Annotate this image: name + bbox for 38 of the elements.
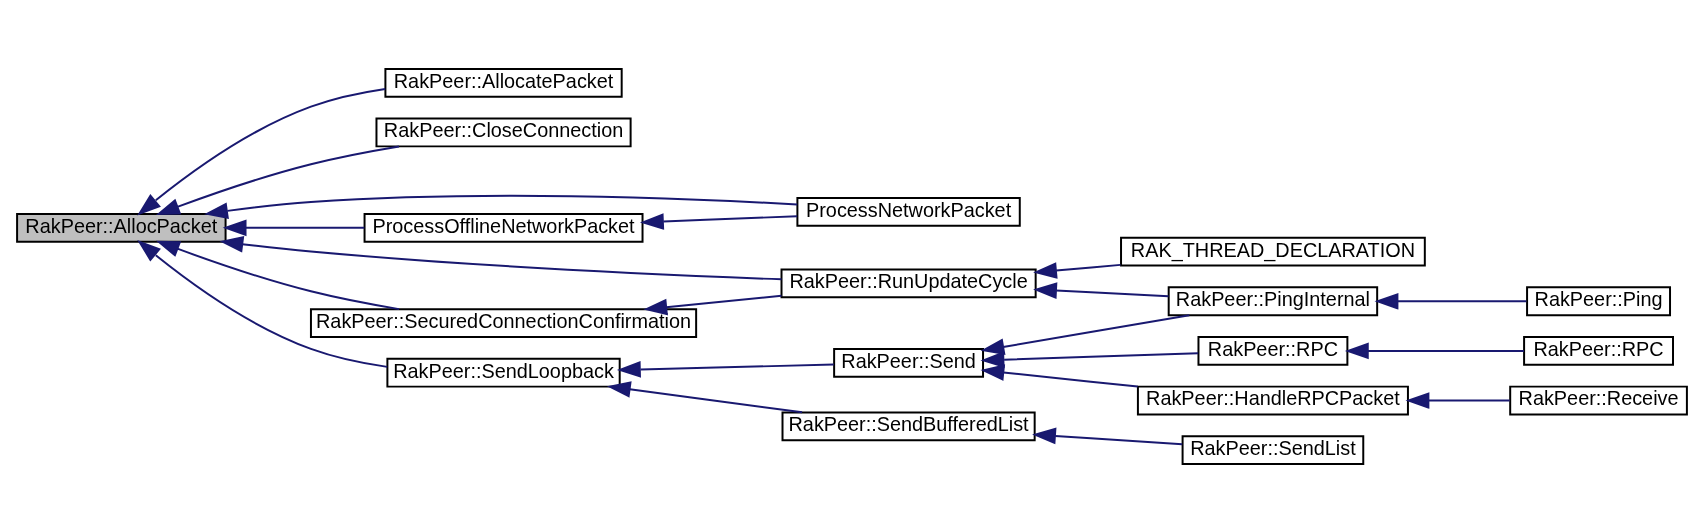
arrow xyxy=(155,144,401,215)
node-box: RakPeer::AllocatePacket xyxy=(384,67,623,98)
node-box: RAK_THREAD_DECLARATION xyxy=(1120,236,1426,266)
node-box: RakPeer::RPC xyxy=(1197,335,1349,366)
arrow xyxy=(219,235,783,280)
node-box: ProcessNetworkPacket xyxy=(796,196,1021,227)
arrow xyxy=(980,363,1139,388)
arrow xyxy=(980,313,1191,355)
node-box: RakPeer::SendBufferedList xyxy=(781,410,1036,441)
arrow xyxy=(1033,281,1170,299)
arrow xyxy=(204,194,799,219)
node-box: RakPeer::Ping xyxy=(1526,285,1672,316)
arrow xyxy=(1032,427,1184,445)
arrow xyxy=(1405,391,1511,409)
arrow xyxy=(1033,261,1122,279)
node-box: RakPeer::SecuredConnectionConfirmation xyxy=(309,307,698,338)
node-box: RakPeer::RPC xyxy=(1523,335,1674,366)
arrow xyxy=(980,350,1200,368)
arrow xyxy=(155,240,401,310)
node-box: RakPeer::PingInternal xyxy=(1167,285,1379,316)
node-box: ProcessOfflineNetworkPacket xyxy=(363,212,644,243)
arrow xyxy=(137,239,389,368)
arrow xyxy=(606,380,804,413)
node-box: RakPeer::Send xyxy=(833,347,985,378)
arrow xyxy=(137,87,387,216)
arrow xyxy=(643,294,783,315)
node-box: RakPeer::Receive xyxy=(1509,385,1688,415)
arrow xyxy=(1374,292,1528,310)
arrow xyxy=(1344,342,1525,359)
node-box: RakPeer::SendLoopback xyxy=(386,357,621,388)
arrow xyxy=(616,360,835,378)
node-box: RakPeer::CloseConnection xyxy=(375,117,632,147)
node-box: RakPeer::AllocPacket xyxy=(16,212,227,243)
node-box: RakPeer::HandleRPCPacket xyxy=(1136,385,1409,415)
arrow xyxy=(222,218,366,236)
node-box: RakPeer::SendList xyxy=(1181,434,1365,465)
arrow xyxy=(640,212,799,230)
node-box: RakPeer::RunUpdateCycle xyxy=(780,268,1037,298)
